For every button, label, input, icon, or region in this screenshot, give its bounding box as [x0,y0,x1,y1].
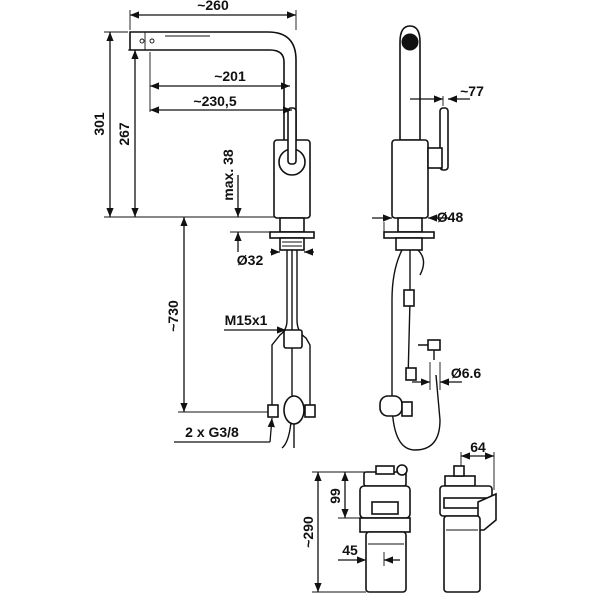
dim-64: 64 [470,439,486,455]
dim-max-38: max. 38 [220,149,236,201]
dim-730: ~730 [165,300,181,332]
dim-m15x1: M15x1 [225,312,268,328]
dim-diameter-48: Ø48 [437,209,464,225]
dim-diameter-6-6: Ø6.6 [451,365,482,381]
spout [129,31,297,151]
front-view: ~77 Ø48 Ø6.6 [372,25,484,451]
filter-side: 99 ~290 45 [300,464,411,593]
dim-45: 45 [342,542,358,558]
dim-99: 99 [327,488,343,504]
dim-77: ~77 [460,83,484,99]
front-spout [399,25,421,141]
dim-diameter-32: Ø32 [237,252,264,268]
dim-260: ~260 [197,0,229,13]
dim-201: ~201 [214,68,246,84]
supply-hose [271,250,288,405]
dim-301: 301 [91,112,107,136]
front-hose-loop [391,374,441,451]
dim-230: ~230,5 [193,93,236,109]
filter-cartridge-right [443,515,481,593]
lever [287,107,297,165]
filter-cartridge-left [365,531,407,593]
dim-290: ~290 [300,516,316,548]
filter-front: 64 [439,439,497,593]
side-view: ~260 ~201 ~230,5 301 267 max. 38 Ø32 ~73… [91,0,316,449]
dim-267: 267 [116,122,132,146]
dim-g38: 2 x G3/8 [185,424,239,440]
